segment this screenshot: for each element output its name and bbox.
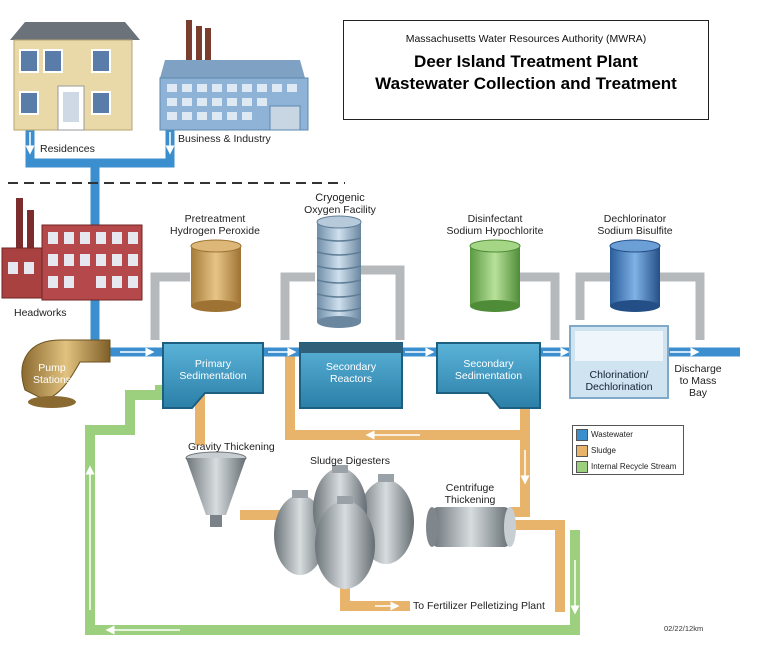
- primary-sedimentation-tank: [162, 342, 264, 409]
- sodium-bisulfite-tank: [609, 239, 661, 312]
- organization-title: Massachusetts Water Resources Authority …: [405, 33, 647, 45]
- recycle-swatch: [576, 460, 588, 473]
- cryogenic-label-2: Oxygen Facility: [304, 204, 376, 216]
- disinfectant-label-2: Sodium Hypochlorite: [446, 225, 544, 237]
- chlorination-tank: [569, 325, 669, 399]
- pump-station: [21, 339, 111, 408]
- chlorination-label-2: Dechlorination: [585, 381, 653, 393]
- gravity-thickener: [185, 451, 247, 527]
- residences-label: Residences: [40, 143, 95, 155]
- pretreatment-label-1: Pretreatment: [184, 213, 246, 225]
- headworks-building: [1, 198, 143, 301]
- wastewater-swatch: [576, 428, 588, 441]
- secondary-reactors-tank: [299, 342, 403, 409]
- hydrogen-peroxide-tank: [190, 239, 242, 312]
- legend-item-recycle: Internal Recycle Stream: [576, 459, 680, 474]
- pump-label-1: Pump: [38, 362, 66, 374]
- centrifuge-label-1: Centrifuge: [445, 482, 495, 494]
- sodium-hypochlorite-tank: [469, 239, 521, 312]
- sludge-digesters-label: Sludge Digesters: [310, 455, 390, 467]
- title-line-1: Deer Island Treatment Plant: [414, 52, 638, 71]
- cryogenic-label-1: Cryogenic: [315, 192, 365, 204]
- centrifuge-label-2: Thickening: [444, 494, 496, 506]
- oxygen-facility-tank: [316, 215, 362, 328]
- dechlorinator-label-2: Sodium Bisulfite: [597, 225, 673, 237]
- discharge-label-3: Bay: [688, 387, 708, 399]
- legend-label-recycle: Internal Recycle Stream: [591, 462, 677, 471]
- secondary-sed-label-2: Sedimentation: [454, 370, 523, 382]
- pump-label-2: Stations: [33, 374, 71, 386]
- pretreatment-label-2: Hydrogen Peroxide: [170, 225, 260, 237]
- sludge-swatch: [576, 444, 588, 457]
- dechlorinator-label-1: Dechlorinator: [603, 213, 667, 225]
- legend-label-sludge: Sludge: [591, 446, 616, 455]
- secondary-sed-label-1: Secondary: [463, 358, 514, 370]
- secondary-sedimentation-tank: [436, 342, 541, 409]
- residences-building: [10, 22, 140, 131]
- chlorination-label-1: Chlorination/: [589, 369, 649, 381]
- date-stamp: 02/22/12km: [664, 624, 704, 633]
- gravity-thickening-label: Gravity Thickening: [188, 441, 275, 453]
- secondary-reactors-label-1: Secondary: [325, 361, 377, 373]
- secondary-reactors-label-2: Reactors: [329, 373, 372, 385]
- primary-label-1: Primary: [194, 358, 232, 370]
- fertilizer-label: To Fertilizer Pelletizing Plant: [413, 600, 545, 612]
- title-box: Massachusetts Water Resources Authority …: [343, 20, 709, 120]
- legend-label-wastewater: Wastewater: [591, 430, 633, 439]
- headworks-label: Headworks: [14, 307, 67, 319]
- business-label: Business & Industry: [178, 133, 271, 145]
- legend: Wastewater Sludge Internal Recycle Strea…: [572, 425, 684, 475]
- chemical-feed-lines: [150, 265, 705, 340]
- business-building: [159, 20, 309, 131]
- disinfectant-label-1: Disinfectant: [467, 213, 523, 225]
- primary-label-2: Sedimentation: [179, 370, 247, 382]
- discharge-label-2: to Mass: [679, 375, 717, 387]
- legend-item-sludge: Sludge: [576, 443, 680, 458]
- legend-item-wastewater: Wastewater: [576, 427, 680, 442]
- title-line-2: Wastewater Collection and Treatment: [375, 74, 677, 93]
- discharge-label-1: Discharge: [674, 363, 722, 375]
- centrifuge: [426, 507, 516, 547]
- recycle-stream: [85, 385, 580, 635]
- sludge-digesters: [274, 465, 414, 589]
